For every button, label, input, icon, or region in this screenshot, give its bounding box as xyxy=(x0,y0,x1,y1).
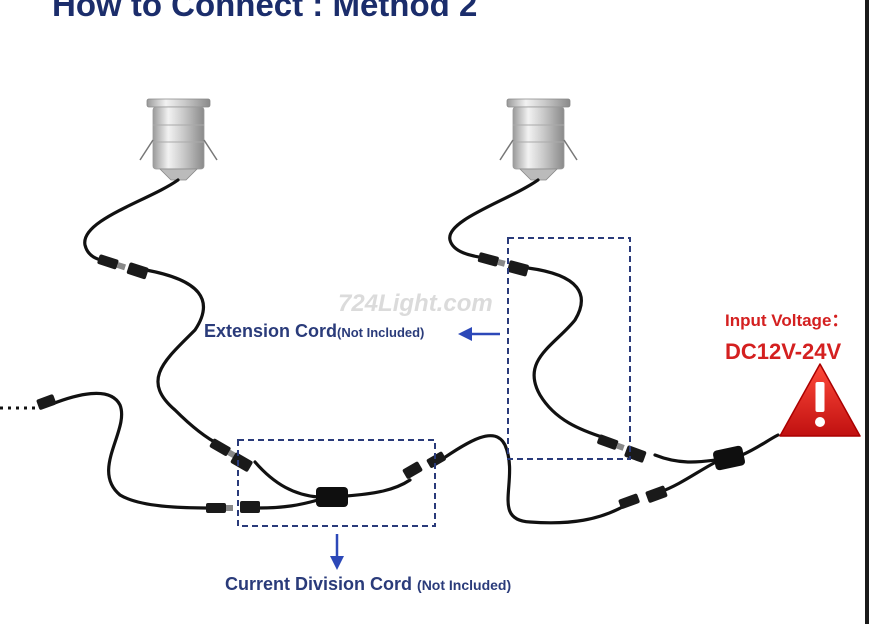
current-division-cord-label: Current Division Cord (Not Included) xyxy=(225,574,511,595)
division-block xyxy=(316,487,348,507)
arrow-icon xyxy=(330,534,344,570)
watermark: 724Light.com xyxy=(338,290,493,317)
division-dashed-box xyxy=(237,439,436,527)
page-title: How to Connect : Method 2 xyxy=(52,0,478,23)
input-voltage-label: Input Voltage： xyxy=(725,311,849,330)
downlight-icon xyxy=(499,98,578,181)
current-division-cord-note: (Not Included) xyxy=(417,577,512,593)
voltage-value: DC12V-24V xyxy=(725,339,842,364)
power-splitter-block xyxy=(712,445,746,471)
current-division-cord-text: Current Division Cord xyxy=(225,574,413,594)
extension-cord-label: Extension Cord(Not Included) xyxy=(204,321,424,342)
extension-dashed-box xyxy=(507,237,631,460)
extension-cord-text: Extension Cord xyxy=(204,321,338,341)
extension-cord-note: (Not Included) xyxy=(337,325,425,340)
right-edge-border xyxy=(865,0,869,624)
arrow-icon xyxy=(458,327,500,341)
downlight-icon xyxy=(139,98,218,181)
warning-triangle-icon xyxy=(779,363,861,437)
cables xyxy=(50,178,780,525)
